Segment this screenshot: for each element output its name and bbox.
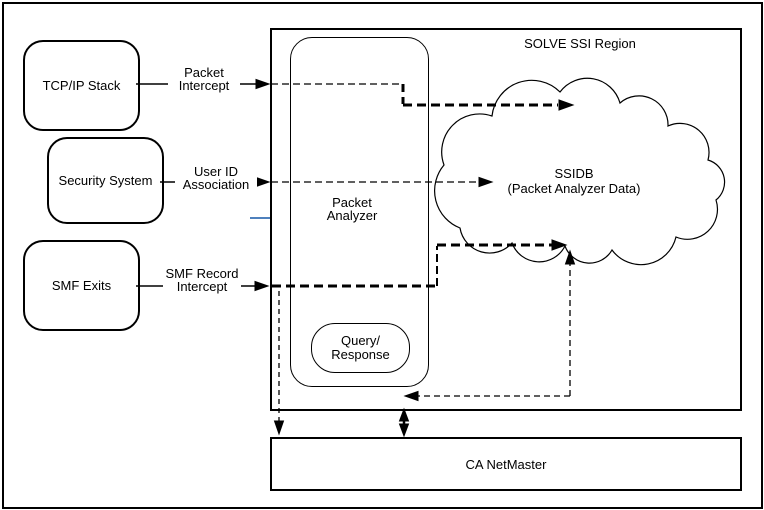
query-response-shape: Query/ Response — [311, 323, 410, 373]
cloud-title: SSIDB — [554, 166, 594, 181]
box-security-system: Security System — [47, 137, 164, 224]
region-title: SOLVE SSI Region — [524, 36, 636, 51]
box-tcpip-stack: TCP/IP Stack — [23, 40, 140, 131]
ca-netmaster-label: CA NetMaster — [465, 456, 547, 472]
query-response-label: Query/ Response — [331, 333, 390, 362]
box-security-system-label: Security System — [58, 172, 153, 188]
cloud-label: SSIDB (Packet Analyzer Data) — [484, 166, 664, 196]
packet-analyzer-label: Packet Analyzer — [326, 195, 378, 223]
box-smf-exits-label: SMF Exits — [51, 277, 112, 293]
label-user-id-association: User ID Association — [175, 165, 257, 191]
label-smf-record-intercept: SMF Record Intercept — [163, 267, 241, 293]
cloud-subtitle: (Packet Analyzer Data) — [507, 181, 641, 196]
box-smf-exits: SMF Exits — [23, 240, 140, 331]
ca-netmaster-box: CA NetMaster — [270, 437, 742, 491]
label-packet-intercept: Packet Intercept — [168, 66, 240, 92]
box-tcpip-stack-label: TCP/IP Stack — [42, 77, 121, 93]
